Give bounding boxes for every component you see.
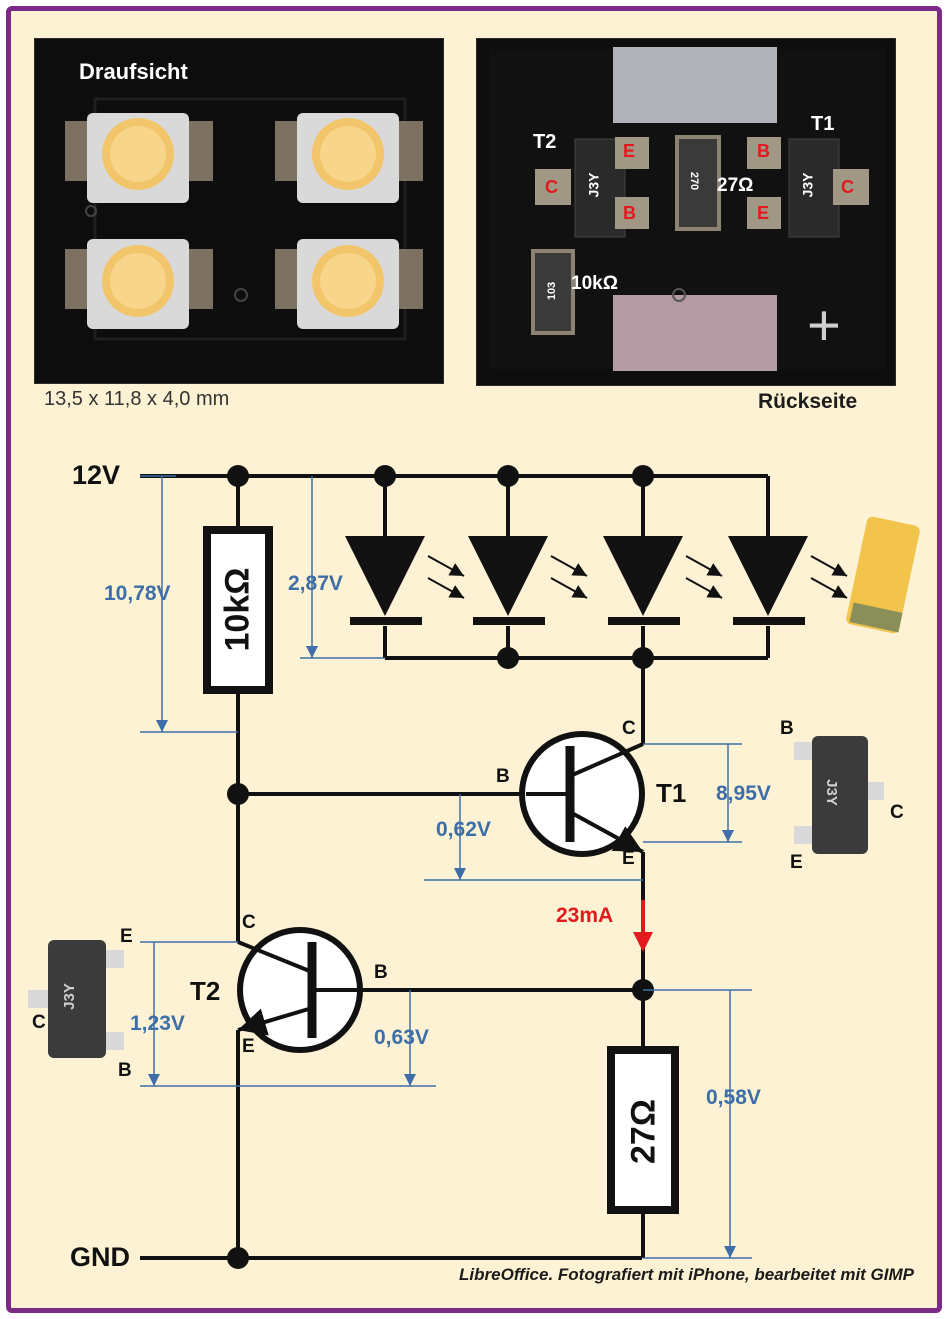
t1-pin-c: C	[622, 718, 636, 739]
led-4	[728, 536, 848, 625]
back-view-photo: + T2 T1 E B C B E C J3Y J3Y 270 103 27Ω …	[476, 38, 896, 386]
pkg-left-pin-b: B	[118, 1060, 132, 1081]
board-pin-e2: E	[757, 203, 770, 223]
pkg-left-pin-e: E	[120, 926, 133, 947]
t2-pin-e: E	[242, 1036, 255, 1057]
smd-led-picture	[846, 516, 920, 634]
voltage-be-t1: 0,62V	[436, 818, 491, 841]
board-pin-c2: C	[841, 177, 854, 197]
t1-pin-b: B	[496, 766, 510, 787]
voltage-27: 0,58V	[706, 1086, 761, 1109]
board-label-t2: T2	[533, 131, 557, 153]
sot23-package-right	[794, 736, 884, 854]
board-label-27ohm: 27Ω	[717, 175, 754, 196]
svg-text:+: +	[807, 293, 841, 358]
resistor-27-label: 27Ω	[624, 1098, 663, 1165]
smd-led-1	[65, 113, 213, 203]
smd-led-4	[275, 239, 423, 329]
supply-label: 12V	[72, 460, 121, 490]
back-view-label: Rückseite	[758, 390, 858, 413]
resistor-10k	[203, 526, 273, 694]
current-label: 23mA	[556, 904, 614, 927]
board-pin-b1: B	[757, 141, 770, 161]
dimension-lines	[140, 475, 752, 1259]
dimensions-caption: 13,5 x 11,8 x 4,0 mm	[44, 388, 230, 410]
led-3	[603, 536, 723, 625]
pkg-right-pin-b: B	[780, 718, 794, 739]
junction-dots	[227, 465, 654, 1269]
voltage-ce-t1: 8,95V	[716, 782, 771, 805]
pkg-right-marking: J3Y	[822, 779, 840, 806]
voltage-led: 2,87V	[288, 572, 343, 595]
footer-credit: LibreOffice. Fotografiert mit iPhone, be…	[459, 1265, 914, 1284]
transistor-t1-label: T1	[656, 778, 687, 808]
ground-label: GND	[70, 1242, 130, 1272]
board-label-10kohm: 10kΩ	[571, 273, 618, 294]
t1-pin-e: E	[622, 848, 635, 869]
top-view-photo: Draufsicht	[34, 38, 444, 384]
pkg-right-pin-c: C	[890, 802, 904, 823]
pkg-right-pin-e: E	[790, 852, 803, 873]
t2-pin-c: C	[242, 912, 256, 933]
smd-led-2	[275, 113, 423, 203]
back-view-board: +	[489, 47, 885, 371]
board-pin-c1: C	[545, 177, 558, 197]
led-2	[468, 536, 588, 625]
board-pin-e1: E	[623, 141, 636, 161]
pkg-left-pin-c: C	[32, 1012, 46, 1033]
smd-led-3	[65, 239, 213, 329]
transistor-t2-label: T2	[190, 976, 221, 1006]
top-view-board	[65, 97, 423, 341]
board-label-t1: T1	[811, 113, 835, 135]
t2-pin-b: B	[374, 962, 388, 983]
transistor-t1	[519, 731, 645, 857]
voltage-10k: 10,78V	[104, 582, 171, 605]
resistor-10k-label: 10kΩ	[218, 567, 257, 652]
voltage-ce-t2: 1,23V	[130, 1012, 185, 1035]
top-view-label: Draufsicht	[79, 59, 188, 84]
pkg-left-marking: J3Y	[60, 983, 78, 1010]
board-pin-b2: B	[623, 203, 636, 223]
voltage-be-t2: 0,63V	[374, 1026, 429, 1049]
transistor-t2	[237, 927, 363, 1053]
resistor-27	[607, 1046, 679, 1214]
led-1	[345, 536, 465, 625]
sot23-package-left	[28, 940, 124, 1058]
